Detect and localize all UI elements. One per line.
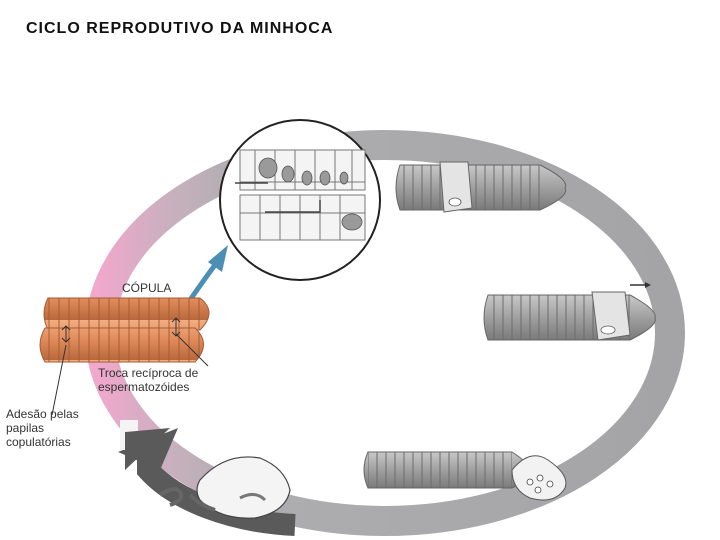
worm-releasing-cocoon — [363, 451, 567, 501]
worm-cocoon-moving — [483, 282, 656, 341]
magnified-detail-circle — [219, 119, 381, 281]
cocoon-with-young — [158, 456, 291, 519]
upper-worm — [43, 297, 210, 331]
copulating-worms — [39, 297, 210, 416]
label-copula: CÓPULA — [122, 281, 172, 295]
cycle-arrow-head — [125, 428, 170, 470]
label-sperm-exchange: Troca recíproca de espermatozóides — [98, 366, 238, 394]
label-adhesion-line-1: Adesão pelas — [6, 407, 79, 421]
page-title: CICLO REPRODUTIVO DA MINHOCA — [26, 20, 334, 37]
worm-cocoon-forming — [395, 161, 567, 213]
lower-worm — [39, 327, 204, 363]
label-adhesion-line-3: copulatórias — [6, 435, 71, 449]
label-sperm-exchange-line-1: Troca recíproca de — [98, 366, 199, 380]
label-adhesion: Adesão pelas papilas copulatórias — [6, 407, 106, 449]
label-adhesion-line-2: papilas — [6, 421, 45, 435]
label-sperm-exchange-line-2: espermatozóides — [98, 380, 190, 394]
adhesion-pointer — [51, 344, 67, 416]
exchange-pointer — [175, 333, 209, 367]
